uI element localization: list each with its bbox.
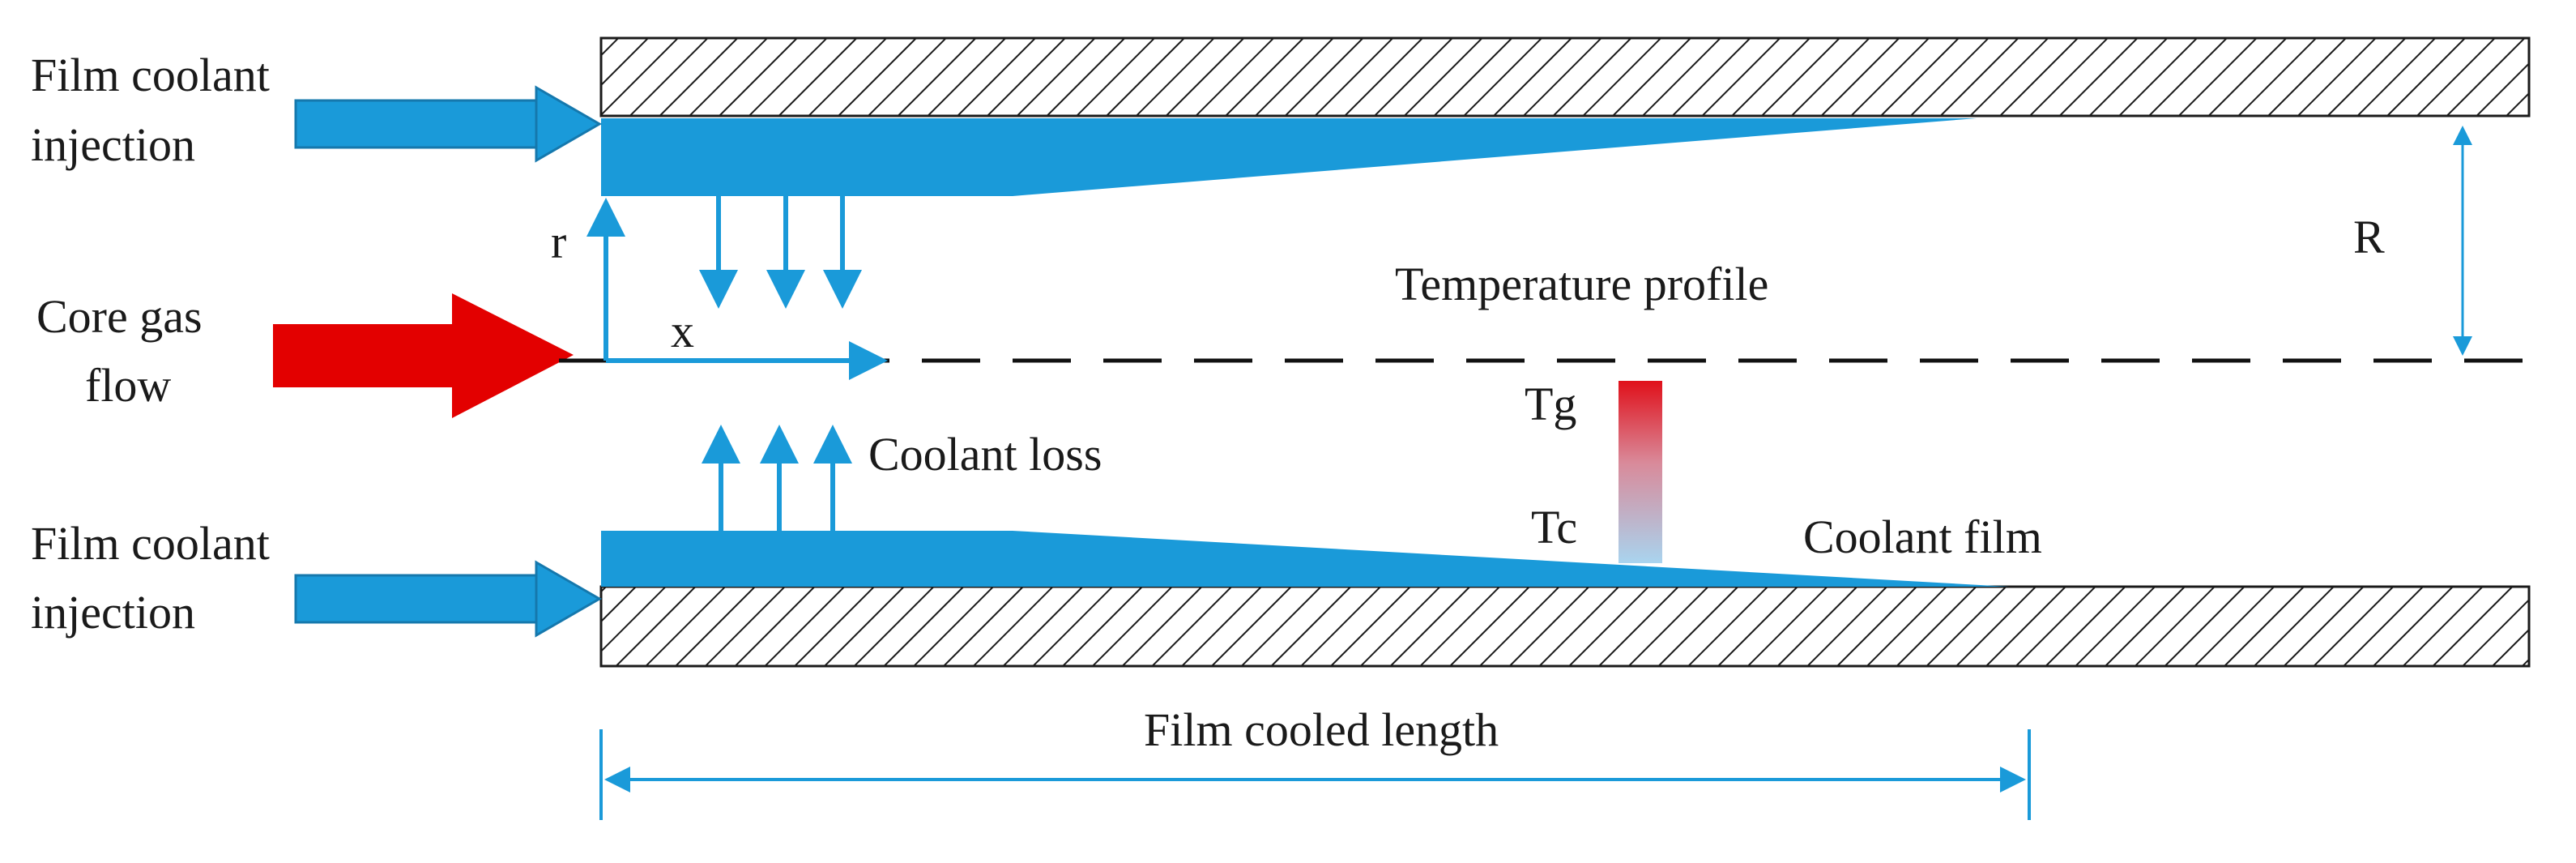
bottom-coolant-film [601, 531, 2009, 587]
temperature-gradient-bar [1619, 381, 1662, 563]
r-axis-label: r [551, 216, 566, 268]
top-injection-label-line2: injection [31, 118, 195, 171]
coolant-film-label: Coolant film [1803, 511, 2042, 563]
x-axis-label: x [671, 305, 694, 357]
top-injection-label-line1: Film coolant [31, 49, 270, 101]
temperature-profile-label: Temperature profile [1395, 258, 1768, 310]
film-cooled-length-label: Film cooled length [1144, 703, 1499, 756]
coolant-loss-arrows-bottom [702, 425, 852, 531]
coolant-loss-arrows-top [699, 196, 862, 309]
t-gas-label: Tg [1525, 378, 1576, 430]
top-coolant-film [601, 118, 1977, 196]
core-gas-arrow [273, 293, 574, 418]
coolant-loss-label: Coolant loss [868, 428, 1102, 481]
bottom-injection-label-line2: injection [31, 586, 195, 639]
bottom-injection-label-line1: Film coolant [31, 517, 270, 570]
top-wall [599, 36, 2531, 117]
top-injection-arrow [294, 85, 603, 163]
t-coolant-label: Tc [1531, 501, 1577, 553]
core-gas-label-line2: flow [85, 359, 171, 412]
bottom-injection-arrow [294, 560, 603, 638]
core-gas-label-line1: Core gas [36, 290, 203, 343]
radius-label: R [2353, 211, 2385, 263]
bottom-wall [599, 585, 2531, 668]
